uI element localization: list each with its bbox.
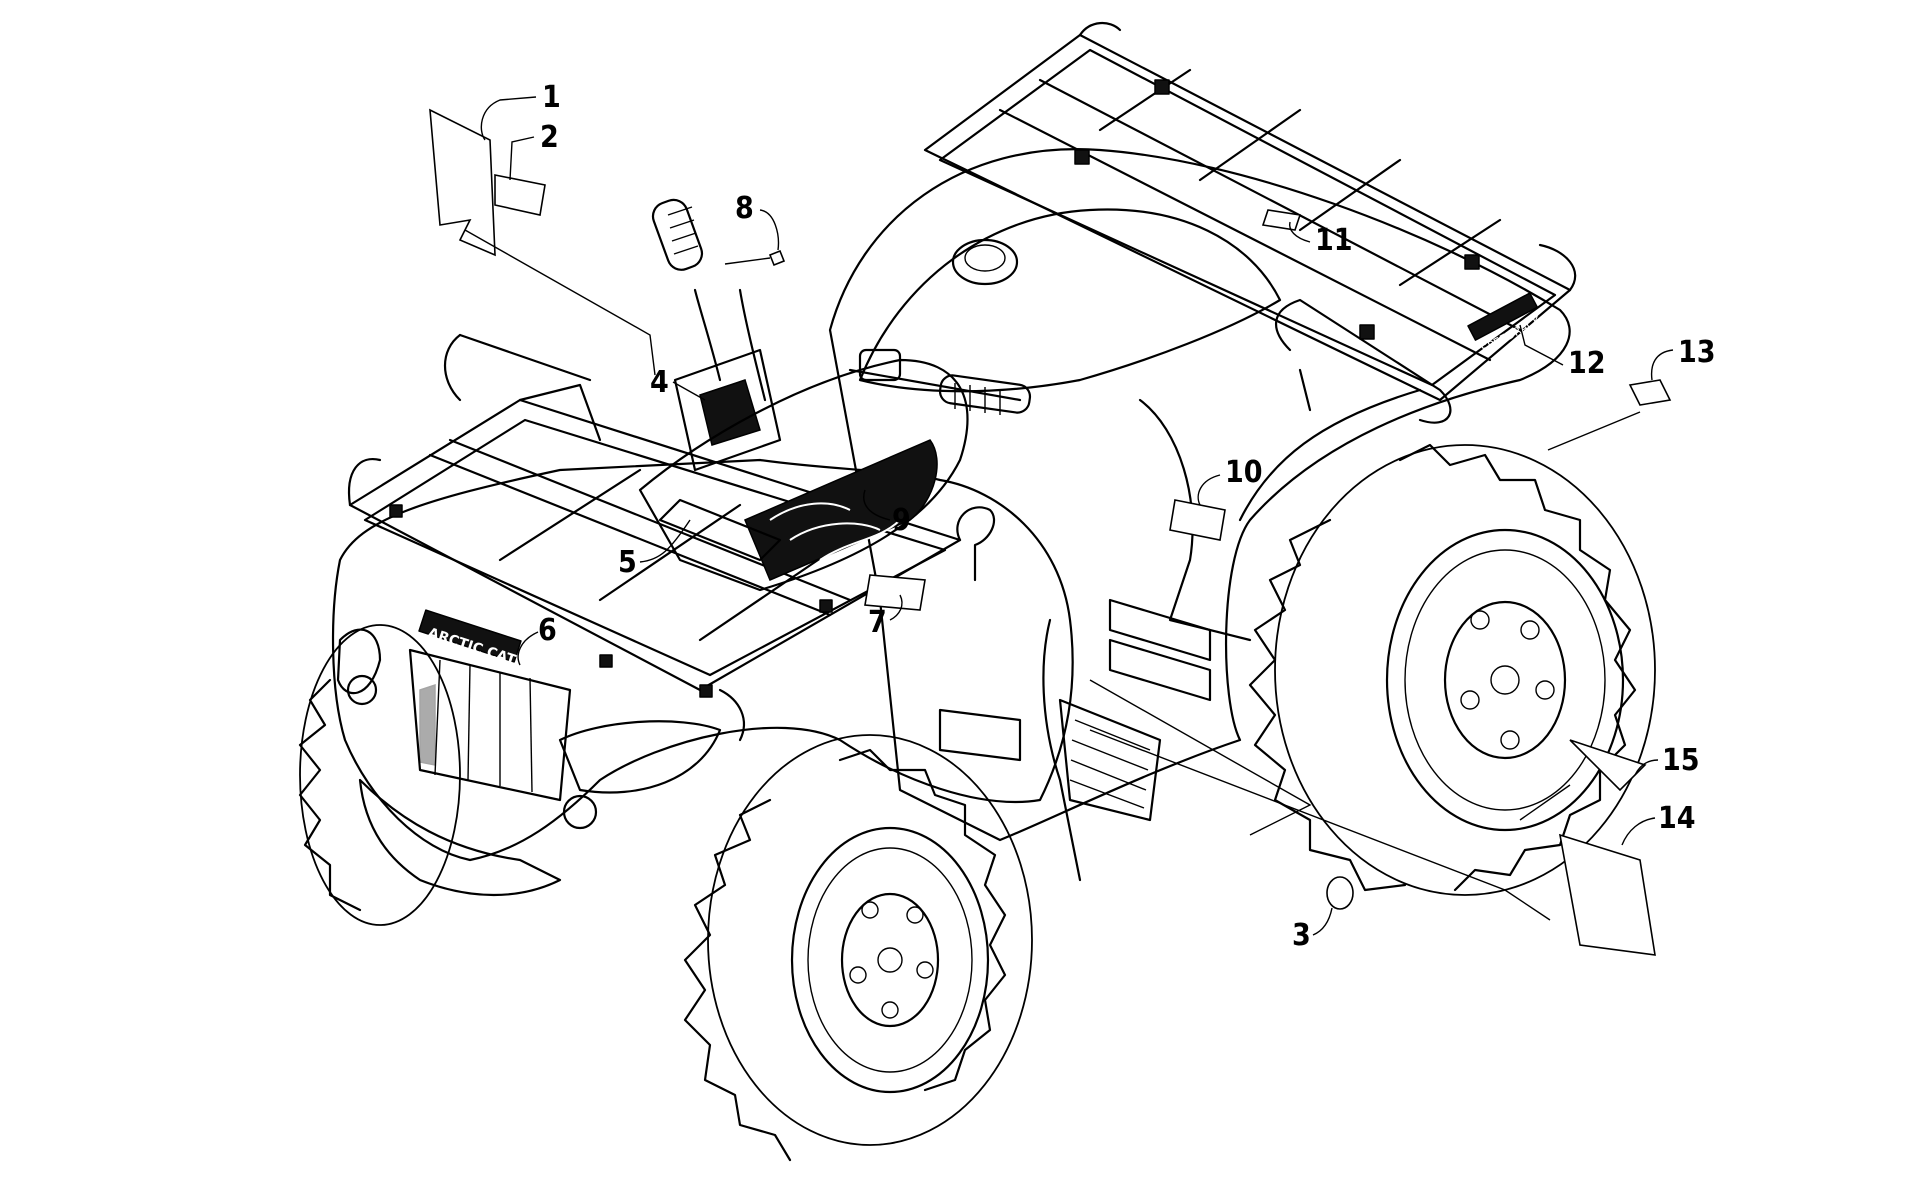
handlebars	[651, 198, 1032, 415]
callout-11: 11	[1315, 223, 1353, 258]
atv-body	[331, 148, 1571, 897]
front-cowl	[638, 358, 996, 592]
callout-9: 9	[892, 503, 911, 538]
decal-13	[1628, 379, 1672, 406]
callout-14: 14	[1658, 801, 1696, 836]
callout-13: 13	[1678, 335, 1716, 370]
callout-2: 2	[540, 120, 559, 155]
callout-1: 1	[542, 80, 561, 115]
callouts: 1 2 8 4 5 6 7 9 10 11 12 13	[480, 80, 1716, 953]
callout-6: 6	[538, 613, 557, 648]
callout-8: 8	[735, 191, 754, 226]
callout-15: 15	[1662, 743, 1700, 778]
decal-14	[1558, 833, 1656, 956]
decal-11	[1261, 209, 1302, 231]
decal-3	[1326, 876, 1354, 910]
decal-1-2	[429, 108, 656, 376]
front-grille	[408, 648, 572, 802]
decal-7	[864, 574, 926, 611]
decal-8	[768, 249, 786, 267]
rear-right-wheel	[1248, 443, 1656, 896]
callout-4: 4	[650, 365, 669, 400]
front-left-wheel	[298, 624, 461, 926]
decal-15	[1569, 739, 1647, 792]
callout-7: 7	[868, 605, 887, 640]
callout-5: 5	[618, 545, 637, 580]
callout-10: 10	[1225, 455, 1263, 490]
front-right-wheel	[683, 734, 1033, 1162]
instrument-pod	[673, 348, 782, 472]
callout-12: 12	[1568, 346, 1606, 381]
callout-3: 3	[1292, 918, 1311, 953]
decal-10	[1169, 499, 1226, 541]
